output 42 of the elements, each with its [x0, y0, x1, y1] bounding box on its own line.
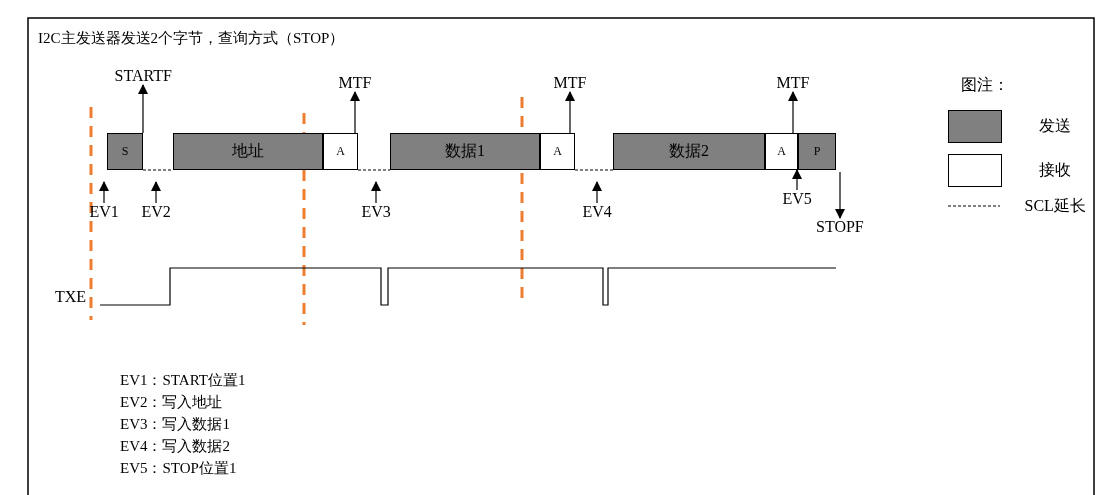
- arrow: [592, 181, 602, 204]
- scl-stretch-line: [142, 169, 174, 171]
- legend-text: 接收: [1039, 161, 1071, 179]
- event-label: EV5: [782, 190, 812, 208]
- sent-field-box: S: [107, 133, 143, 170]
- event-label: EV1: [89, 203, 119, 221]
- flag-label: MTF: [776, 74, 810, 92]
- flag-label: MTF: [338, 74, 372, 92]
- sent-field-box: 数据2: [613, 133, 765, 170]
- flag-label: STOPF: [816, 218, 864, 236]
- arrow: [138, 84, 148, 134]
- note-text: EV1：START位置1: [120, 371, 246, 389]
- arrow: [565, 91, 575, 134]
- received-field-box: A: [540, 133, 575, 170]
- arrow: [350, 91, 360, 134]
- arrow: [371, 181, 381, 204]
- event-label: EV4: [582, 203, 612, 221]
- note-text: EV3：写入数据1: [120, 415, 230, 433]
- scl-stretch-line: [574, 169, 614, 171]
- note-text: EV5：STOP位置1: [120, 459, 237, 477]
- arrow: [151, 181, 161, 204]
- event-label: EV3: [361, 203, 391, 221]
- legend-text: SCL延长: [1024, 197, 1086, 215]
- sent-field-box: P: [798, 133, 836, 170]
- signal-name: TXE: [55, 288, 87, 306]
- event-label: EV2: [141, 203, 171, 221]
- arrow: [788, 91, 798, 134]
- arrow: [835, 171, 845, 219]
- flag-label: MTF: [553, 74, 587, 92]
- diagram-title: I2C主发送器发送2个字节，查询方式（STOP）: [38, 29, 345, 47]
- received-field-box: A: [323, 133, 358, 170]
- note-text: EV4：写入数据2: [120, 437, 230, 455]
- legend-text: 发送: [1039, 117, 1071, 135]
- note-text: EV2：写入地址: [120, 393, 223, 411]
- legend-heading: 图注：: [961, 76, 1009, 94]
- flag-label: STARTF: [114, 67, 172, 85]
- scl-stretch-line: [357, 169, 391, 171]
- received-field-box: A: [765, 133, 798, 170]
- sent-field-box: 数据1: [390, 133, 540, 170]
- arrow: [99, 181, 109, 204]
- sent-field-box: 地址: [173, 133, 323, 170]
- arrow: [792, 169, 802, 191]
